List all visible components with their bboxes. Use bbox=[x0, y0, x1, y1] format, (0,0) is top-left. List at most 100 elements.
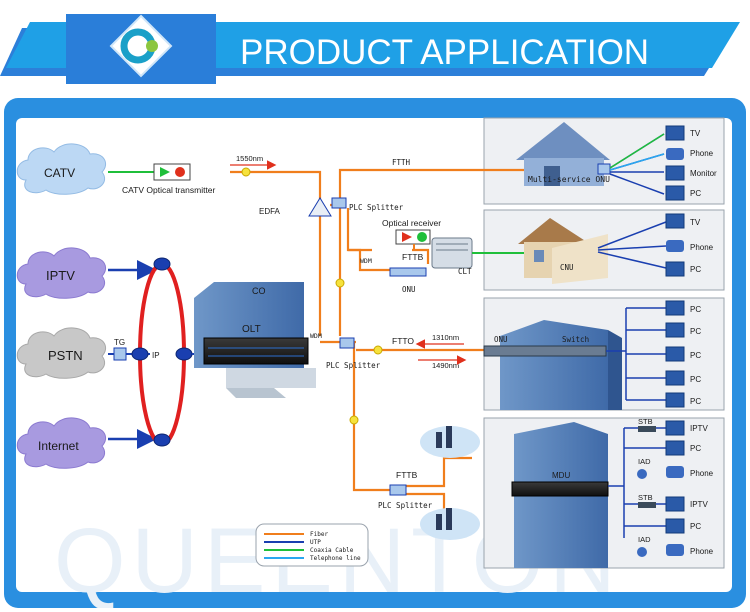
svg-text:PC: PC bbox=[690, 305, 701, 314]
plc-splitter-bottom bbox=[389, 484, 407, 496]
connector-icon bbox=[241, 167, 251, 177]
svg-text:STB: STB bbox=[638, 493, 653, 502]
pc-icon bbox=[665, 300, 685, 316]
svg-text:PSTN: PSTN bbox=[48, 348, 83, 363]
iptv-icon bbox=[665, 420, 685, 436]
ftth-label: FTTH bbox=[392, 158, 411, 167]
catv-transmitter-label: CATV Optical transmitter bbox=[122, 185, 216, 195]
svg-text:IPTV: IPTV bbox=[690, 424, 708, 433]
wavelength-1490-label: 1490nm bbox=[432, 361, 459, 370]
utp-lines bbox=[606, 307, 666, 401]
co-label: CO bbox=[252, 286, 266, 296]
plc-splitter-mid-label: PLC Splitter bbox=[326, 361, 381, 370]
svg-text:STB: STB bbox=[638, 417, 653, 426]
pc-icon bbox=[665, 518, 685, 534]
tg-icon bbox=[113, 347, 127, 361]
home-devices: TV Phone Monitor PC bbox=[665, 125, 717, 201]
svg-text:IAD: IAD bbox=[638, 457, 651, 466]
fttb-top-label: FTTB bbox=[402, 252, 424, 262]
pc-icon bbox=[665, 185, 685, 201]
edfa-icon bbox=[308, 197, 332, 217]
tg-label: TG bbox=[114, 338, 125, 347]
connector-icon bbox=[349, 415, 359, 425]
svg-text:Phone: Phone bbox=[690, 547, 714, 556]
olt-rack bbox=[203, 337, 309, 365]
pc-icon bbox=[665, 370, 685, 386]
phone-icon bbox=[666, 544, 684, 556]
svg-text:IAD: IAD bbox=[638, 535, 651, 544]
stb-icon bbox=[638, 502, 656, 508]
iad-icon bbox=[637, 469, 647, 479]
optical-transmitter bbox=[153, 163, 191, 181]
svg-text:PC: PC bbox=[690, 522, 701, 531]
svg-text:TV: TV bbox=[690, 218, 701, 227]
svg-text:PC: PC bbox=[690, 351, 701, 360]
catv-cloud: CATV bbox=[16, 143, 106, 195]
pc-icon bbox=[665, 346, 685, 362]
svg-text:Phone: Phone bbox=[690, 469, 714, 478]
onu-mid bbox=[389, 267, 427, 277]
legend-label-utp: UTP bbox=[310, 539, 321, 546]
wavelength-1310-label: 1310nm bbox=[432, 333, 459, 342]
svg-text:CATV: CATV bbox=[44, 166, 75, 180]
legend: Fiber UTP Coaxia Cable Telephone line bbox=[255, 523, 369, 567]
iad-icon bbox=[637, 547, 647, 557]
pc-icon bbox=[665, 322, 685, 338]
stb-icon bbox=[638, 426, 656, 432]
mdu-devices: STB IAD IPTV PC Phone STB IAD IPTV PC Ph… bbox=[637, 417, 714, 557]
svg-text:Phone: Phone bbox=[690, 243, 714, 252]
iptv-icon bbox=[665, 496, 685, 512]
svg-text:IPTV: IPTV bbox=[46, 268, 75, 283]
city-icon bbox=[420, 426, 480, 540]
optical-receiver-label: Optical receiver bbox=[382, 218, 441, 228]
svg-text:Monitor: Monitor bbox=[690, 169, 717, 178]
fttb-bottom-label: FTTB bbox=[396, 470, 418, 480]
utp-lines bbox=[597, 221, 667, 269]
optical-receiver bbox=[395, 229, 431, 245]
internet-cloud: Internet bbox=[16, 417, 106, 469]
monitor-icon bbox=[665, 165, 685, 181]
svg-text:PC: PC bbox=[690, 327, 701, 336]
svg-text:Phone: Phone bbox=[690, 149, 714, 158]
switch-device bbox=[483, 345, 607, 357]
cnu-label: CNU bbox=[560, 263, 574, 272]
villa-house bbox=[518, 218, 608, 284]
phone-icon bbox=[666, 148, 684, 160]
phone-icon bbox=[666, 466, 684, 478]
svg-text:PC: PC bbox=[690, 397, 701, 406]
plc-splitter-bottom-label: PLC Splitter bbox=[378, 501, 433, 510]
svg-text:TV: TV bbox=[690, 129, 701, 138]
villa-devices: TV Phone PC bbox=[665, 213, 714, 277]
legend-label-fiber: Fiber bbox=[310, 531, 328, 538]
clt-label: CLT bbox=[458, 267, 472, 276]
office-devices: PC PC PC PC PC bbox=[665, 300, 701, 408]
wavelength-1550-label: 1550nm bbox=[236, 154, 263, 163]
clt-device bbox=[431, 237, 473, 269]
svg-text:PC: PC bbox=[690, 444, 701, 453]
svg-text:Internet: Internet bbox=[38, 439, 79, 453]
wdm-olt-label: WDM bbox=[310, 332, 322, 340]
home-house bbox=[516, 122, 610, 186]
ftto-label: FTTO bbox=[392, 336, 414, 346]
mdu-label: MDU bbox=[552, 471, 570, 480]
network-diagram: QUEENTON CATV CATV Optical transmitter 1… bbox=[4, 98, 746, 608]
switch-label: Switch bbox=[562, 335, 589, 344]
logo-icon bbox=[109, 14, 173, 78]
svg-text:PC: PC bbox=[690, 265, 701, 274]
connector-icon bbox=[335, 278, 345, 288]
wdm-mid-label: WDM bbox=[360, 257, 372, 265]
svg-text:PC: PC bbox=[690, 189, 701, 198]
plc-splitter-top bbox=[331, 197, 347, 209]
mdu-building bbox=[511, 422, 609, 568]
olt-label: OLT bbox=[242, 324, 261, 335]
onu-icon bbox=[597, 163, 611, 175]
pc-icon bbox=[665, 261, 685, 277]
svg-text:PC: PC bbox=[690, 375, 701, 384]
ip-label: IP bbox=[152, 351, 160, 360]
pc-icon bbox=[665, 440, 685, 456]
header-banner: PRODUCT APPLICATION bbox=[0, 14, 740, 84]
office-building bbox=[500, 320, 622, 410]
edfa-label: EDFA bbox=[259, 207, 281, 216]
multi-service-onu-label: Multi-service ONU bbox=[528, 175, 610, 184]
svg-text:IPTV: IPTV bbox=[690, 500, 708, 509]
